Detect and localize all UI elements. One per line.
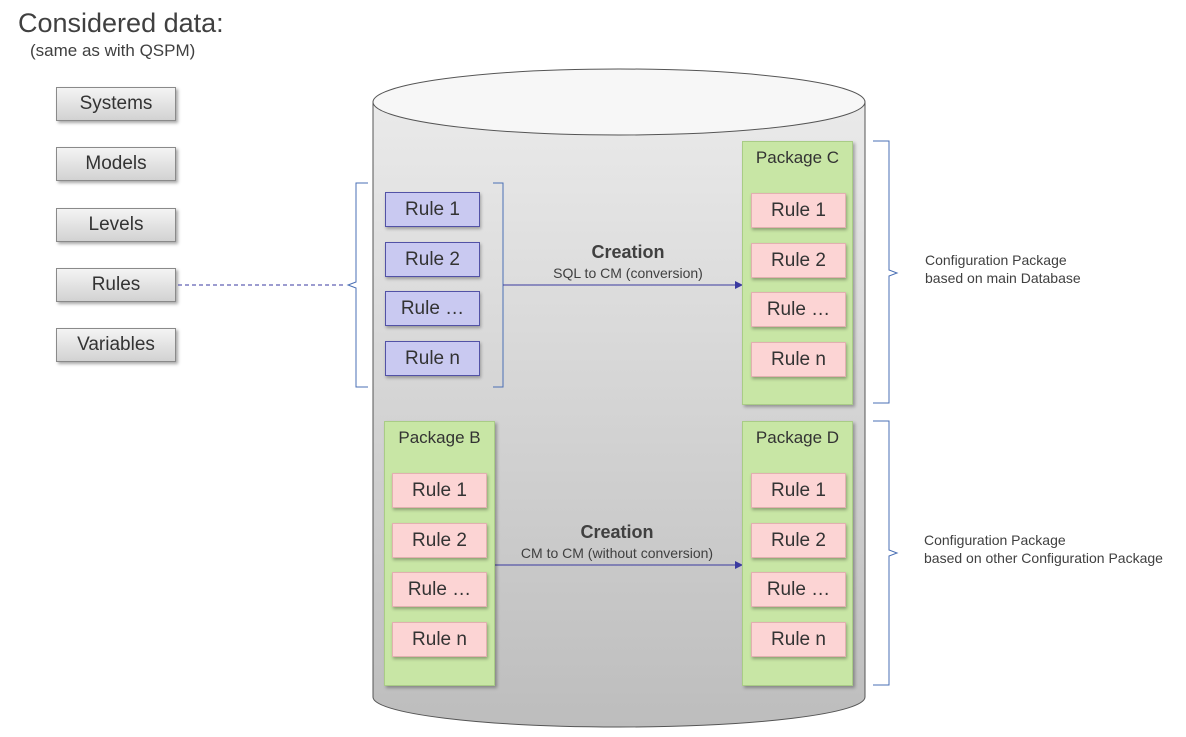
main-rule-ellipsis[interactable]: Rule … — [385, 291, 480, 326]
package-d[interactable]: Package D Rule 1 Rule 2 Rule … Rule n — [742, 421, 853, 686]
package-c-rule-2[interactable]: Rule 2 — [751, 243, 846, 278]
page-title: Considered data: — [18, 8, 224, 38]
creation-bottom-subtitle: CM to CM (without conversion) — [520, 545, 714, 561]
package-c-right-brace — [873, 140, 899, 404]
note-bottom: Configuration Package based on other Con… — [924, 531, 1163, 567]
category-rules[interactable]: Rules — [56, 268, 176, 302]
category-models[interactable]: Models — [56, 147, 176, 181]
note-bottom-line2: based on other Configuration Package — [924, 550, 1163, 566]
package-b-rule-1[interactable]: Rule 1 — [392, 473, 487, 508]
database-cylinder-top — [372, 68, 866, 136]
package-d-rule-2[interactable]: Rule 2 — [751, 523, 846, 558]
package-d-title: Package D — [755, 428, 840, 447]
package-d-right-brace — [873, 420, 899, 686]
category-levels[interactable]: Levels — [56, 208, 176, 242]
package-b-rule-2[interactable]: Rule 2 — [392, 523, 487, 558]
main-rule-2[interactable]: Rule 2 — [385, 242, 480, 277]
category-systems[interactable]: Systems — [56, 87, 176, 121]
package-c-rule-n[interactable]: Rule n — [751, 342, 846, 377]
package-c-title: Package C — [755, 148, 840, 167]
creation-top-subtitle: SQL to CM (conversion) — [553, 265, 703, 281]
page-subtitle: (same as with QSPM) — [30, 41, 196, 60]
package-d-rule-ellipsis[interactable]: Rule … — [751, 572, 846, 607]
package-c-rule-ellipsis[interactable]: Rule … — [751, 292, 846, 327]
package-d-rule-1[interactable]: Rule 1 — [751, 473, 846, 508]
package-d-rule-n[interactable]: Rule n — [751, 622, 846, 657]
category-variables[interactable]: Variables — [56, 328, 176, 362]
main-rules-left-brace — [346, 182, 368, 388]
note-top: Configuration Package based on main Data… — [925, 251, 1081, 287]
package-c-rule-1[interactable]: Rule 1 — [751, 193, 846, 228]
main-rule-n[interactable]: Rule n — [385, 341, 480, 376]
note-bottom-line1: Configuration Package — [924, 532, 1066, 548]
creation-bottom-title: Creation — [580, 522, 654, 542]
package-b[interactable]: Package B Rule 1 Rule 2 Rule … Rule n — [384, 421, 495, 686]
package-b-rule-n[interactable]: Rule n — [392, 622, 487, 657]
creation-top-title: Creation — [591, 242, 665, 262]
main-rule-1[interactable]: Rule 1 — [385, 192, 480, 227]
package-c[interactable]: Package C Rule 1 Rule 2 Rule … Rule n — [742, 141, 853, 405]
package-b-title: Package B — [398, 428, 481, 447]
note-top-line2: based on main Database — [925, 270, 1081, 286]
package-b-rule-ellipsis[interactable]: Rule … — [392, 572, 487, 607]
note-top-line1: Configuration Package — [925, 252, 1067, 268]
